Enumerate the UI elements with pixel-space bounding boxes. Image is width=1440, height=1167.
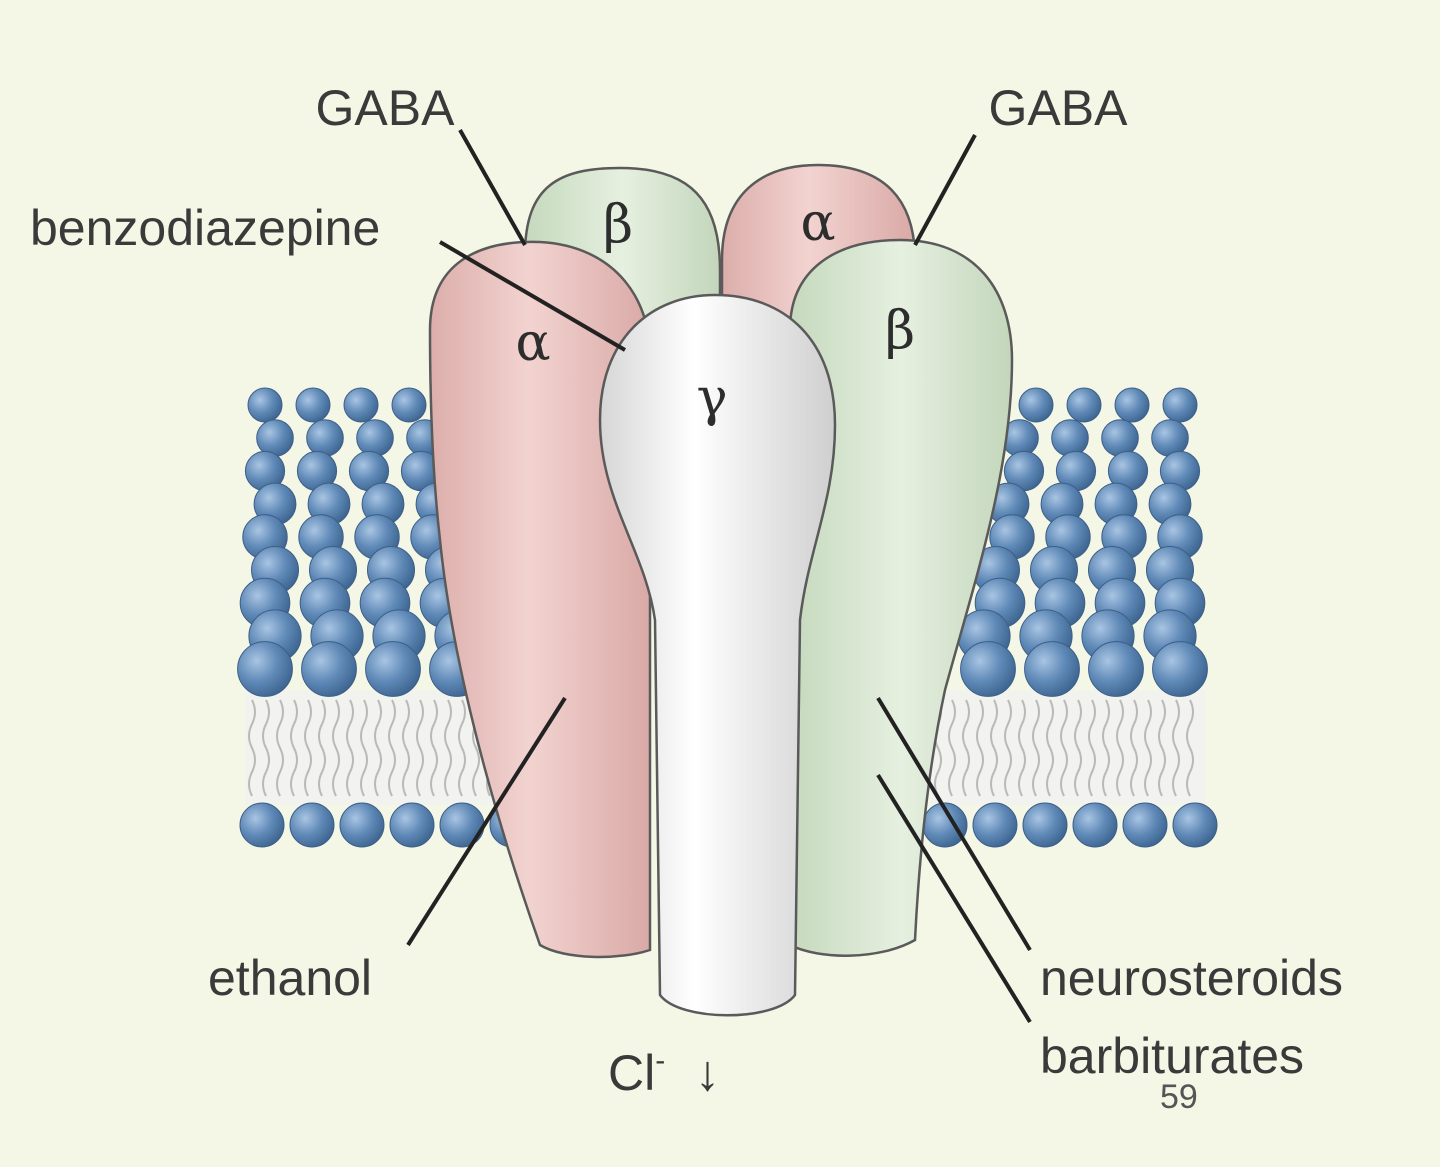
page-number: 59 [1160,1078,1198,1116]
lipid-tail [402,699,410,797]
label-gaba-right: GABA [989,80,1129,136]
lipid-tail [1018,699,1026,797]
lipid-tail [1144,699,1152,797]
lipid-head [239,802,285,848]
lipid-head [343,387,379,423]
lipid-head [1022,802,1068,848]
lipid-head [389,802,435,848]
lipid-tail [276,699,284,797]
lipid-tail [1158,699,1166,797]
lipid-tail [1116,699,1124,797]
subunit-gamma: γ [598,293,837,1017]
subunit-label-back-alpha: α [800,193,835,253]
lipid-tail [444,699,452,797]
lipid-head [356,419,394,457]
lipid-head [256,419,294,457]
lipid-head [439,802,485,848]
label-barbiturates: barbiturates [1040,1028,1304,1084]
lipid-head [1151,419,1189,457]
leader-lines [406,129,1032,1024]
lipid-tail [388,699,396,797]
subunit-label-front-alpha: α [515,313,550,373]
lipid-tail [1172,699,1180,797]
leader-gaba-right [913,134,977,246]
lipid-head [1051,419,1089,457]
lipid-tail [290,699,298,797]
leader-gaba-left [458,129,527,246]
subunit-front-beta: β [788,238,1014,957]
leader-ethanol [406,696,567,947]
lipid-head [237,641,293,697]
label-benzodiazepine: benzodiazepine [30,200,380,256]
lipid-tail [962,699,970,797]
lipid-head [1024,641,1080,697]
label-chloride-ion: Cl- [608,1044,665,1101]
lipid-head [972,802,1018,848]
lipid-tail [248,699,256,797]
lipid-head [1114,387,1150,423]
lipid-head [1072,802,1118,848]
lipid-head [1018,387,1054,423]
lipid-head [1066,387,1102,423]
chloride-flow-arrow-icon: ↓ [695,1045,720,1101]
lipid-tail [458,699,466,797]
lipid-tail [332,699,340,797]
lipid-tail [1088,699,1096,797]
lipid-tail [990,699,998,797]
lipid-head [247,387,283,423]
lipid-tail [360,699,368,797]
label-ethanol: ethanol [208,950,372,1006]
lipid-tail [1004,699,1012,797]
label-gaba-left: GABA [316,80,456,136]
lipid-head [289,802,335,848]
lipid-tail [262,699,270,797]
lipid-tail [1102,699,1110,797]
lipid-tail [1060,699,1068,797]
lipid-head [391,387,427,423]
lipid-tail [304,699,312,797]
lipid-tail [1046,699,1054,797]
lipid-tail [346,699,354,797]
lipid-tail [1186,699,1194,797]
lipid-tail [1032,699,1040,797]
lipid-tail [1130,699,1138,797]
lipid-tail [1074,699,1082,797]
lipid-head [339,802,385,848]
lipid-head [306,419,344,457]
lipid-head [365,641,421,697]
lipid-head [301,641,357,697]
lipid-head [1152,641,1208,697]
leader-benzodiazepine [438,240,627,352]
lipid-head [1172,802,1218,848]
subunit-label-back-beta: β [603,195,633,255]
lipid-head [1162,387,1198,423]
lipid-head [960,641,1016,697]
leader-barbiturates [876,773,1032,1024]
lipid-tail [976,699,984,797]
subunit-label-gamma: γ [696,368,727,428]
leader-neurosteroids [876,696,1032,952]
lipid-tail [948,699,956,797]
lipid-head [1088,641,1144,697]
label-neurosteroids: neurosteroids [1040,950,1343,1006]
subunit-front-alpha: α [428,240,652,959]
lipid-head [1101,419,1139,457]
lipid-head [295,387,331,423]
subunit-label-front-beta: β [885,301,915,361]
lipid-tail [416,699,424,797]
lipid-head [1122,802,1168,848]
lipid-tail [430,699,438,797]
lipid-tail [318,699,326,797]
lipid-tail [374,699,382,797]
